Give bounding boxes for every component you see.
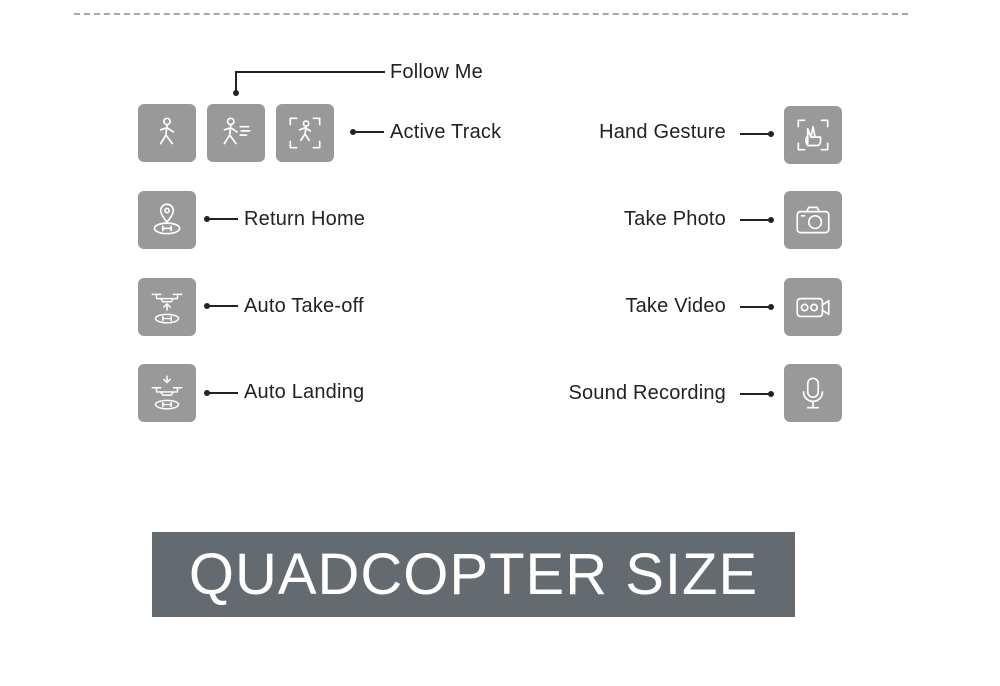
section-banner: QUADCOPTER SIZE (152, 532, 795, 617)
return-home-connector (207, 218, 238, 220)
follow-person-icon (207, 104, 265, 162)
sound-recording-dot (768, 391, 774, 397)
take-photo-dot (768, 217, 774, 223)
follow-me-connector-horizontal (235, 71, 385, 73)
follow-me-connector-vertical (235, 71, 237, 93)
take-video-dot (768, 304, 774, 310)
takeoff-icon (138, 278, 196, 336)
video-camera-icon (784, 278, 842, 336)
hand-gesture-icon (784, 106, 842, 164)
hand-gesture-connector (740, 133, 771, 135)
camera-icon (784, 191, 842, 249)
auto-takeoff-connector (207, 305, 238, 307)
dashed-divider (74, 13, 908, 15)
take-video-connector (740, 306, 771, 308)
track-frame-icon (276, 104, 334, 162)
auto-landing-connector (207, 392, 238, 394)
feature-label-take-video: Take Video (625, 295, 726, 317)
feature-label-follow-me: Follow Me (390, 61, 483, 83)
feature-label-auto-takeoff: Auto Take-off (244, 295, 364, 317)
feature-label-hand-gesture: Hand Gesture (599, 121, 726, 143)
active-track-connector (353, 131, 384, 133)
sound-recording-connector (740, 393, 771, 395)
section-banner-title: QUADCOPTER SIZE (188, 542, 759, 607)
feature-label-auto-landing: Auto Landing (244, 381, 365, 403)
landing-icon (138, 364, 196, 422)
hand-gesture-dot (768, 131, 774, 137)
feature-label-return-home: Return Home (244, 208, 366, 230)
feature-label-sound-recording: Sound Recording (568, 382, 726, 404)
microphone-icon (784, 364, 842, 422)
feature-label-take-photo: Take Photo (623, 208, 726, 230)
walking-person-icon (138, 104, 196, 162)
follow-me-dot (233, 90, 239, 96)
take-photo-connector (740, 219, 771, 221)
feature-label-active-track: Active Track (390, 121, 502, 143)
home-pin-icon (138, 191, 196, 249)
